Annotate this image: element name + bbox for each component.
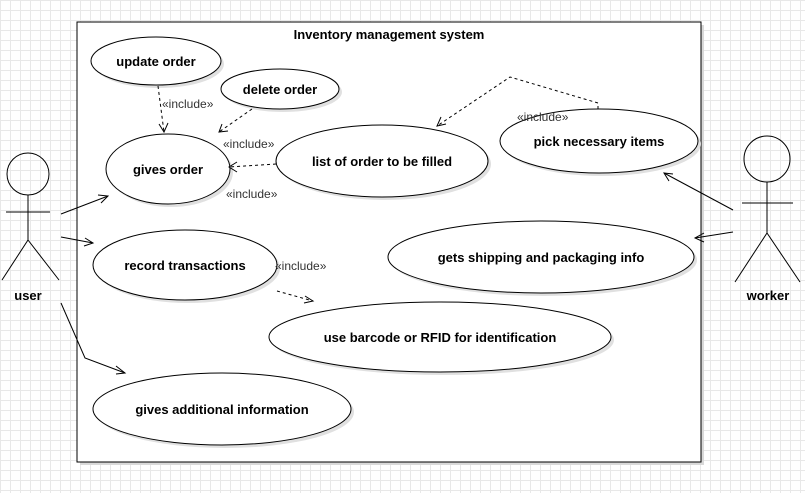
include-list-to-gives[interactable] xyxy=(228,161,277,173)
include-record-to-barcode[interactable] xyxy=(276,290,315,304)
actor-worker-label: worker xyxy=(746,288,790,303)
actor-worker[interactable] xyxy=(734,135,801,283)
use-case-list-of-order[interactable]: list of order to be filled xyxy=(275,124,491,200)
system-title: Inventory management system xyxy=(294,27,485,42)
include-label: «include» xyxy=(517,110,569,124)
include-pick-to-list[interactable] xyxy=(436,76,599,127)
include-label: «include» xyxy=(223,137,275,151)
use-case-label: gets shipping and packaging info xyxy=(438,250,645,265)
use-case-label: delete order xyxy=(243,82,317,97)
use-case-barcode[interactable]: use barcode or RFID for identification xyxy=(268,301,614,375)
include-delete-to-gives[interactable] xyxy=(218,108,253,133)
use-case-pick-items[interactable]: pick necessary items xyxy=(499,108,701,176)
use-case-gives-order[interactable]: gives order xyxy=(105,133,233,207)
use-case-label: update order xyxy=(116,54,195,69)
assoc-worker-pick-items[interactable] xyxy=(663,172,734,211)
use-case-record-transactions[interactable]: record transactions xyxy=(92,229,280,303)
use-case-shipping-info[interactable]: gets shipping and packaging info xyxy=(387,220,697,296)
use-case-update-order[interactable]: update order xyxy=(90,36,224,88)
actor-user[interactable] xyxy=(1,152,60,281)
include-label: «include» xyxy=(162,97,214,111)
include-label: «include» xyxy=(275,259,327,273)
include-label: «include» xyxy=(226,187,278,201)
use-case-label: pick necessary items xyxy=(534,134,665,149)
use-case-label: list of order to be filled xyxy=(312,154,452,169)
assoc-user-additional-info[interactable] xyxy=(60,302,127,375)
assoc-user-record-transactions[interactable] xyxy=(60,236,95,247)
assoc-worker-shipping-info[interactable] xyxy=(693,231,734,243)
use-case-additional-info[interactable]: gives additional information xyxy=(92,372,354,448)
use-case-label: gives additional information xyxy=(135,402,308,417)
assoc-user-gives-order[interactable] xyxy=(60,194,110,215)
use-case-label: record transactions xyxy=(124,258,245,273)
use-case-delete-order[interactable]: delete order xyxy=(220,68,342,112)
actor-user-label: user xyxy=(14,288,41,303)
use-case-label: gives order xyxy=(133,162,203,177)
use-case-label: use barcode or RFID for identification xyxy=(324,330,557,345)
include-update-to-gives[interactable] xyxy=(157,85,169,134)
